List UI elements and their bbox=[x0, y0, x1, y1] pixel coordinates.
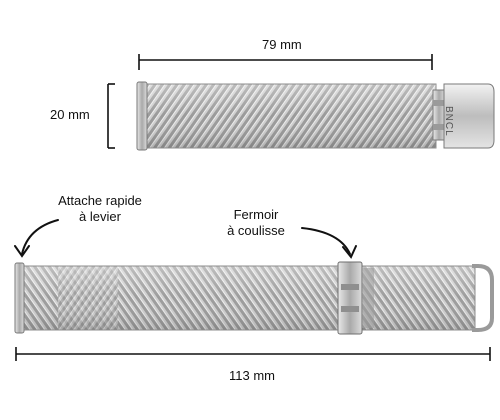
clasp-line-2: à coulisse bbox=[227, 223, 285, 238]
top-clasp-plate bbox=[443, 83, 495, 149]
top-width-dimension bbox=[107, 83, 115, 149]
quick-release-line-1: Attache rapide bbox=[58, 193, 142, 208]
bottom-length-dimension bbox=[15, 347, 491, 361]
clasp-callout: Fermoir à coulisse bbox=[216, 207, 296, 239]
top-width-label: 20 mm bbox=[50, 107, 90, 122]
quick-release-line-2: à levier bbox=[79, 209, 121, 224]
sliding-clasp bbox=[337, 261, 363, 335]
quick-release-arrow bbox=[14, 219, 59, 258]
quick-release-callout: Attache rapide à levier bbox=[44, 193, 156, 225]
bottom-strap bbox=[14, 261, 494, 335]
bottom-length-label: 113 mm bbox=[229, 368, 275, 383]
clasp-line-1: Fermoir bbox=[233, 207, 279, 222]
clasp-arrow bbox=[301, 227, 357, 259]
top-quick-release-bar bbox=[136, 81, 148, 151]
bottom-quick-release-bar bbox=[14, 262, 25, 334]
top-length-dimension bbox=[138, 54, 433, 70]
top-length-label: 79 mm bbox=[262, 37, 302, 52]
engraving-text: BNCL bbox=[443, 106, 454, 137]
strap-end-loop bbox=[472, 264, 494, 332]
top-strap bbox=[136, 81, 495, 151]
